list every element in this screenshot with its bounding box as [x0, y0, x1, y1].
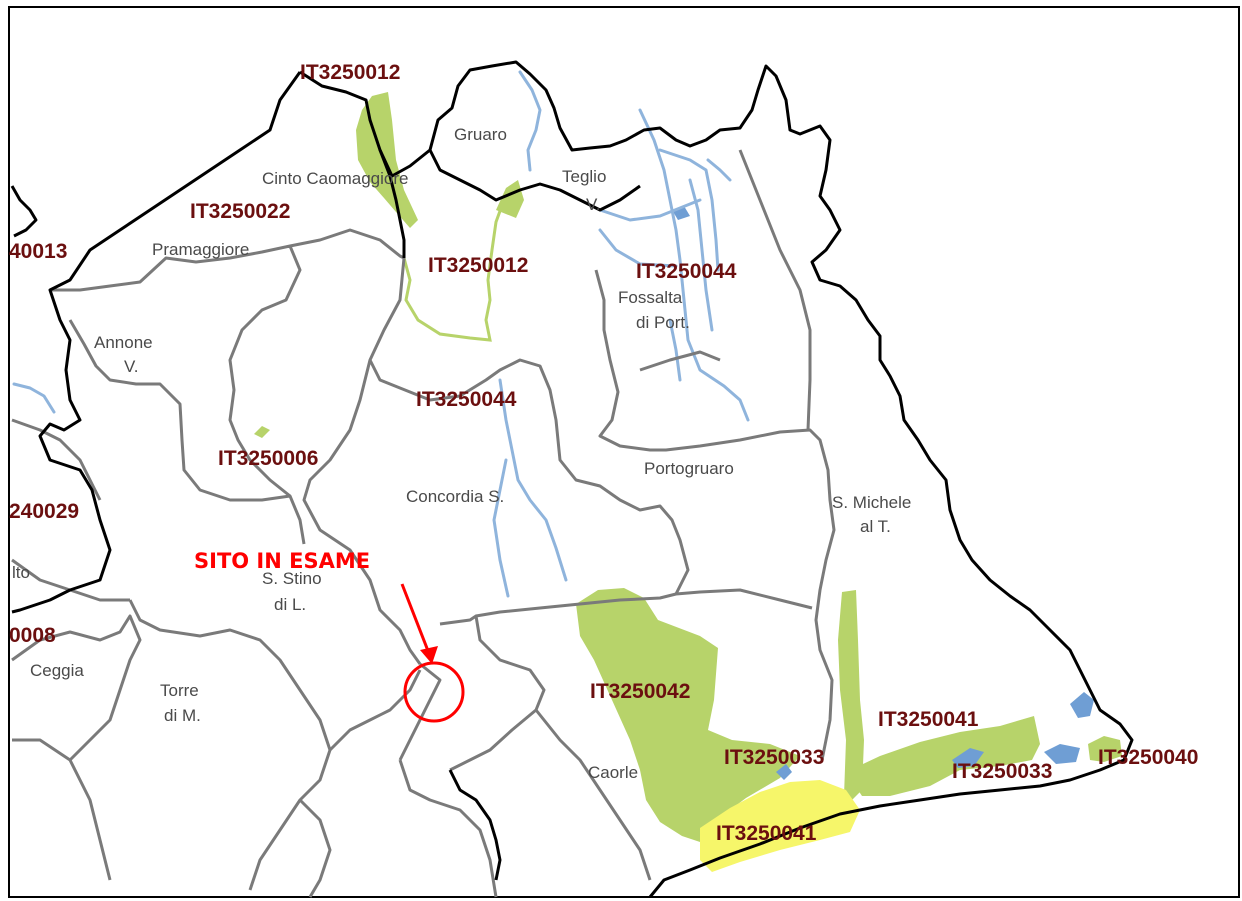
- town-label: Fossalta: [618, 288, 683, 307]
- river-concordia-2: [492, 458, 510, 598]
- town-label: V.: [124, 357, 139, 376]
- protected-area-center-north: [496, 180, 524, 218]
- site-marker-circle: [403, 661, 465, 723]
- boundary-south-left: [12, 738, 112, 881]
- code-label: 240029: [9, 500, 79, 523]
- protected-area-outline: [402, 199, 506, 342]
- boundary-annone: [68, 319, 306, 545]
- river-fossalta: [668, 318, 682, 382]
- site-marker-arrow: [400, 583, 432, 657]
- protected-area-yellow: [700, 780, 860, 872]
- town-label: al T.: [860, 517, 891, 536]
- boundary-river-cinto: [378, 149, 406, 258]
- code-label: IT3250044: [636, 260, 737, 283]
- town-label: Torre: [160, 681, 199, 700]
- water-bodies: [672, 206, 1094, 780]
- river-mouth: [1070, 692, 1094, 718]
- code-label: IT3250033: [952, 760, 1052, 783]
- town-label: Gruaro: [454, 125, 507, 144]
- town-label: S. Michele: [832, 493, 911, 512]
- site-annotation-label: SITO IN ESAME: [194, 549, 370, 573]
- protected-area-river-strip: [838, 590, 864, 800]
- protected-area-mouth: [1088, 736, 1122, 762]
- protected-area-small: [254, 426, 270, 438]
- lagoon-caorle: [776, 764, 792, 780]
- code-label: IT3250033: [724, 746, 824, 769]
- river-teglio-3: [688, 178, 714, 332]
- boundary-center: [368, 257, 690, 595]
- boundary-stino-east: [439, 614, 546, 772]
- town-label: Ceggia: [30, 661, 84, 680]
- town-label: di Port.: [636, 313, 690, 332]
- boundary-torre-east: [328, 669, 422, 752]
- river-gruaro: [518, 70, 542, 172]
- site-code-labels: IT3250012 IT3250022 40013 IT3250012 IT32…: [9, 61, 1198, 845]
- code-label: IT3250022: [190, 200, 290, 223]
- river-west: [12, 382, 56, 414]
- boundary-east: [594, 269, 836, 761]
- boundary-center-river: [428, 149, 641, 212]
- boundary-south-right: [398, 759, 498, 898]
- town-label: Concordia S.: [406, 487, 504, 506]
- code-label: 40013: [9, 240, 67, 263]
- boundary-portogruaro-south: [475, 588, 813, 618]
- code-label: IT3250012: [300, 61, 400, 84]
- town-labels: Gruaro Cinto Caomaggiore Teglio V. Prama…: [12, 125, 911, 782]
- boundary-torre: [128, 599, 332, 891]
- boundary-south-mid: [298, 798, 332, 898]
- boundary-west-top: [10, 185, 38, 238]
- river-teglio-6: [706, 158, 732, 182]
- code-label: IT3250044: [416, 388, 517, 411]
- protected-area-caorle-west: [576, 588, 800, 842]
- boundary-stino-mid: [398, 662, 442, 761]
- boundary-north: [299, 60, 1134, 898]
- municipal-boundaries: [11, 149, 836, 898]
- boundary-west-upper: [11, 418, 102, 501]
- code-label: IT3250041: [878, 708, 979, 731]
- boundary-pramaggiore: [52, 244, 302, 498]
- lagoon-mid: [952, 748, 984, 768]
- boundary-north-east-inner: [738, 149, 812, 431]
- town-label: V.: [586, 195, 601, 214]
- town-label: S. Stino: [262, 569, 322, 588]
- river-teglio-5: [598, 228, 678, 268]
- boundary-west: [11, 71, 302, 614]
- river-concordia: [498, 378, 568, 582]
- town-label: Caorle: [588, 763, 638, 782]
- code-label: 0008: [9, 624, 56, 647]
- boundary-concordia-west: [302, 359, 422, 665]
- town-label: Teglio: [562, 167, 606, 186]
- town-label: Pramaggiore: [152, 240, 249, 259]
- town-label: lto: [12, 563, 30, 582]
- river-teglio-1: [638, 108, 750, 422]
- town-label: Annone: [94, 333, 153, 352]
- boundary-ceggia: [11, 614, 142, 762]
- protected-areas-green: [254, 92, 1122, 842]
- code-label: IT3250006: [218, 447, 318, 470]
- town-label: Cinto Caomaggiore: [262, 169, 408, 188]
- regional-boundaries: [10, 60, 1134, 898]
- boundary-caorle: [534, 709, 652, 881]
- protected-area-coast-east: [846, 716, 1040, 796]
- town-label: di M.: [164, 706, 201, 725]
- town-label: di L.: [274, 595, 306, 614]
- river-teglio-2: [658, 148, 720, 272]
- code-label: IT3250012: [428, 254, 528, 277]
- river-teglio-4: [598, 198, 702, 222]
- boundary-north-mid: [289, 228, 405, 260]
- boundary-south-river: [448, 769, 502, 881]
- boundary-fossalta-loop: [639, 350, 721, 372]
- town-label: Portogruaro: [644, 459, 734, 478]
- code-label: IT3250042: [590, 680, 690, 703]
- rivers: [12, 70, 750, 598]
- code-label: IT3250041: [716, 822, 817, 845]
- lagoon-east: [1044, 744, 1080, 764]
- site-marker-arrowhead: [420, 646, 438, 664]
- code-label: IT3250040: [1098, 746, 1198, 769]
